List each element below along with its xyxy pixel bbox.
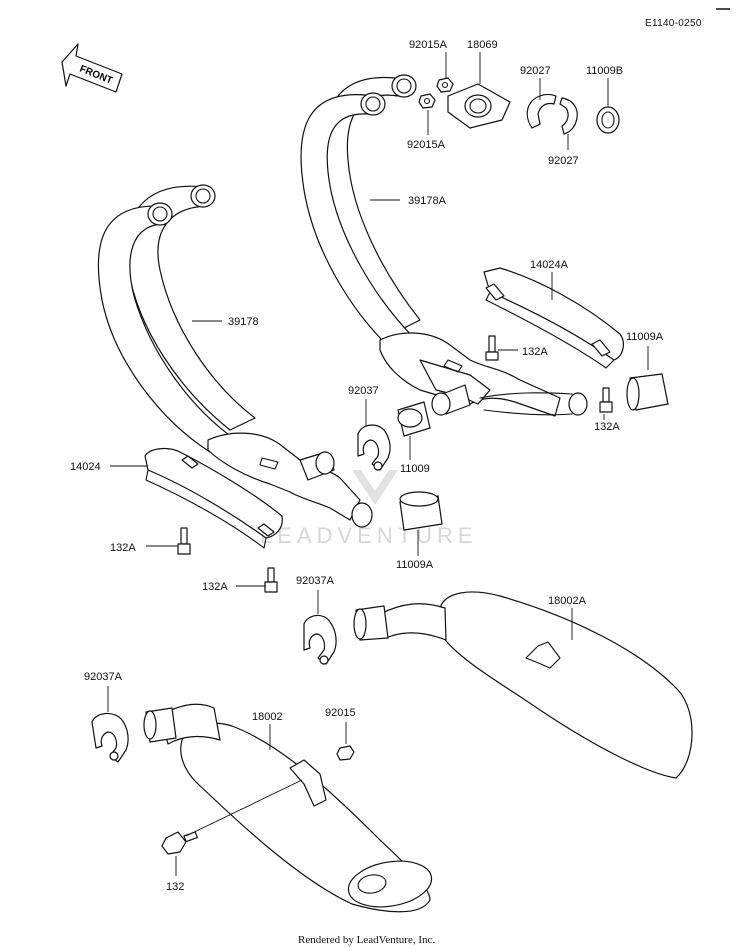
gasket-11009-drawing xyxy=(397,401,431,437)
label-18002a: 18002A xyxy=(548,595,587,607)
gasket-11009a-mid-drawing xyxy=(399,491,443,531)
bolt-132-drawing xyxy=(161,831,198,855)
label-11009b: 11009B xyxy=(586,65,623,77)
label-92037: 92037 xyxy=(348,385,379,397)
label-14024: 14024 xyxy=(70,461,101,473)
bolt-132a-left-bottom-drawing xyxy=(264,567,278,593)
label-18069: 18069 xyxy=(467,39,498,51)
label-18002: 18002 xyxy=(252,711,283,723)
header-pipe-39178a-drawing xyxy=(300,74,588,417)
label-92037a-mid: 92037A xyxy=(296,575,335,587)
label-39178: 39178 xyxy=(228,316,259,328)
label-132a-right: 132A xyxy=(522,346,548,358)
watermark-text: LEADVENTURE xyxy=(260,523,478,548)
watermark-logo: LEADVENTURE xyxy=(260,470,478,548)
nut-92015-drawing xyxy=(336,745,355,761)
exhaust-flange-18069-drawing xyxy=(447,83,511,129)
diagram-code: E1140-0250 xyxy=(645,18,702,29)
label-11009a-mid: 11009A xyxy=(396,559,434,571)
clamp-92037-drawing xyxy=(357,424,391,471)
bolt-132a-right-drawing xyxy=(485,335,499,361)
front-arrow-icon: FRONT xyxy=(61,43,123,93)
ring-11009b-drawing xyxy=(596,106,620,134)
leader-lines xyxy=(107,52,649,876)
label-132a-left-bottom: 132A xyxy=(202,581,228,593)
label-132a-left: 132A xyxy=(110,542,136,554)
label-92015: 92015 xyxy=(325,707,356,719)
label-132a-right-bottom: 132A xyxy=(594,421,620,433)
clamp-92037a-mid-drawing xyxy=(303,614,337,665)
label-39178a: 39178A xyxy=(408,195,447,207)
gasket-11009a-right-drawing xyxy=(626,373,669,411)
heat-cover-14024a-drawing xyxy=(483,267,624,369)
bolt-132a-right-bottom-drawing xyxy=(599,387,613,413)
label-92037a-left: 92037A xyxy=(84,671,123,683)
muffler-18002-drawing xyxy=(143,703,433,913)
label-14024a: 14024A xyxy=(530,259,569,271)
label-92027-bottom: 92027 xyxy=(548,155,579,167)
label-11009: 11009 xyxy=(400,463,430,475)
render-credit: Rendered by LeadVenture, Inc. xyxy=(298,934,435,946)
label-11009a-right: 11009A xyxy=(626,331,664,343)
split-ring-92027-drawing xyxy=(526,93,578,135)
header-pipe-39178-drawing xyxy=(97,184,373,528)
clamp-92037a-left-drawing xyxy=(91,712,129,763)
bolt-132a-left-drawing xyxy=(177,527,191,555)
label-92027-top: 92027 xyxy=(520,65,551,77)
label-132: 132 xyxy=(166,881,184,893)
label-92015a-top: 92015A xyxy=(409,39,448,51)
nut-92015a-top-drawing xyxy=(436,77,454,93)
muffler-18002a-drawing xyxy=(353,591,693,779)
heat-cover-14024-drawing xyxy=(144,447,283,549)
label-92015a-bottom: 92015A xyxy=(407,139,446,151)
nut-92015a-bottom-drawing xyxy=(418,93,436,109)
